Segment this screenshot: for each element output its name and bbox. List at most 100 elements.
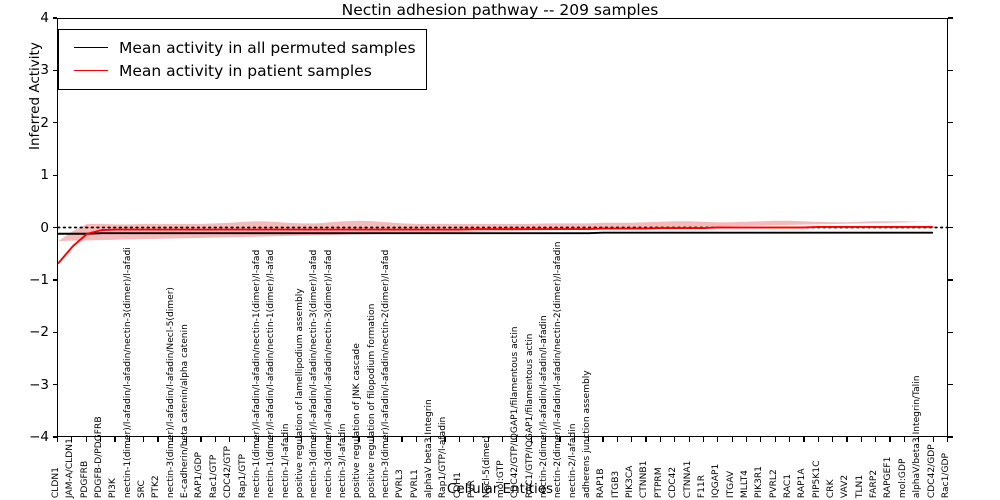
x-tick-mark <box>875 437 877 442</box>
y-tick-label: −2 <box>29 324 49 341</box>
x-tick-mark <box>300 437 303 442</box>
mean-line-patient <box>58 226 934 264</box>
x-tick-mark <box>616 437 618 442</box>
x-tick-label: nectin-1(dimer)/l-afadin/l-afadin/nectin… <box>266 249 277 498</box>
x-tick-mark <box>918 437 920 442</box>
x-tick-mark <box>186 437 188 442</box>
y-tick-mark <box>52 174 57 176</box>
chart-title: Nectin adhesion pathway -- 209 samples <box>341 1 659 19</box>
x-tick-mark <box>214 437 216 442</box>
x-tick-mark <box>659 437 661 442</box>
x-tick-label: nectin-3(dimer)/l-afadin/l-afadin/Necl-5… <box>165 286 176 498</box>
x-tick-mark <box>731 437 733 442</box>
x-tick-mark <box>128 437 130 442</box>
mean-line-permuted <box>58 231 934 235</box>
x-tick-mark <box>530 437 532 442</box>
x-tick-label: adherens junction assembly <box>581 370 592 498</box>
x-tick-label: nectin-3(dimer)/l-afadin/l-afadin/nectin… <box>323 249 334 498</box>
y-tick-label: −1 <box>29 271 49 288</box>
x-tick-mark <box>702 437 705 442</box>
x-tick-mark <box>832 437 834 442</box>
x-tick-mark <box>71 437 73 442</box>
x-tick-mark <box>358 437 360 442</box>
x-tick-mark <box>932 437 934 442</box>
x-tick-mark <box>444 437 446 442</box>
y-tick-mark-right <box>948 174 953 176</box>
x-tick-label: alphaV/beta3 Integrin/Talin <box>912 375 923 498</box>
x-tick-mark <box>817 437 819 442</box>
y-tick-label: −4 <box>29 429 49 445</box>
x-tick-mark <box>946 437 949 442</box>
x-tick-mark <box>243 437 245 442</box>
x-tick-mark <box>171 437 173 442</box>
x-tick-label: nectin-1(dimer)/l-afadin/l-afadin/nectin… <box>251 249 262 498</box>
y-tick-label: 2 <box>40 114 49 131</box>
chart-svg <box>58 220 947 264</box>
y-tick-label: 4 <box>40 10 49 26</box>
confidence-band-patient <box>58 220 933 242</box>
y-tick-mark <box>52 279 57 281</box>
y-tick-mark <box>52 226 57 229</box>
x-tick-mark <box>774 437 776 442</box>
x-tick-mark <box>688 437 690 442</box>
x-tick-mark <box>315 437 317 442</box>
y-tick-label: 0 <box>40 219 49 236</box>
x-tick-mark <box>760 437 762 442</box>
x-tick-mark <box>602 437 604 442</box>
x-tick-mark <box>329 437 331 442</box>
x-tick-mark <box>157 437 159 442</box>
x-tick-mark <box>99 437 102 442</box>
x-tick-mark <box>674 437 676 442</box>
y-tick-mark-right <box>948 436 953 438</box>
x-tick-mark <box>415 437 417 442</box>
x-tick-mark <box>114 437 116 442</box>
x-tick-mark <box>56 437 59 442</box>
x-tick-mark <box>143 437 145 442</box>
x-tick-mark <box>401 437 403 442</box>
x-tick-mark <box>430 437 432 442</box>
x-tick-label: nectin-3(dimer)/l-afadin/l-afadin/nectin… <box>380 249 391 498</box>
legend-swatch-permuted <box>74 47 108 48</box>
x-tick-mark <box>387 437 389 442</box>
y-tick-mark-right <box>948 226 953 229</box>
legend-label-permuted: Mean activity in all permuted samples <box>119 38 416 57</box>
y-tick-label: 1 <box>40 167 49 184</box>
y-tick-label: −3 <box>29 376 49 393</box>
x-tick-label: nectin-2(dimer)/l-afadin/l-afadin/nectin… <box>553 241 564 498</box>
x-tick-mark <box>717 437 719 442</box>
y-tick-mark-right <box>948 69 953 72</box>
x-tick-mark <box>501 437 504 442</box>
y-tick-mark <box>52 17 57 19</box>
y-tick-label: 3 <box>40 62 49 79</box>
x-tick-mark <box>458 437 461 442</box>
legend-entry-patient: Mean activity in patient samples <box>68 59 416 82</box>
x-tick-mark <box>372 437 374 442</box>
x-tick-label: RAC1/GTP/IQGAP1/filamentous actin <box>524 333 535 498</box>
x-tick-label: positive regulation of filopodium format… <box>366 303 377 498</box>
y-tick-mark-right <box>948 279 953 281</box>
x-tick-label: positive regulation of lamellipodium ass… <box>294 288 305 498</box>
x-tick-mark <box>85 437 87 442</box>
x-tick-mark <box>803 437 805 442</box>
x-tick-mark <box>343 437 346 442</box>
y-tick-mark-right <box>948 384 953 386</box>
legend-swatch-patient <box>74 70 108 71</box>
x-tick-mark <box>559 437 561 442</box>
x-tick-mark <box>846 437 848 442</box>
chart-legend: Mean activity in all permuted samples Me… <box>58 29 427 90</box>
x-tick-mark <box>645 437 647 442</box>
y-tick-mark-right <box>948 122 953 124</box>
x-tick-mark <box>272 437 274 442</box>
x-tick-label: positive regulation of JNK cascade <box>352 343 363 498</box>
x-tick-mark <box>573 437 575 442</box>
x-tick-mark <box>200 437 202 442</box>
x-tick-mark <box>745 437 748 442</box>
x-tick-mark <box>516 437 518 442</box>
legend-label-patient: Mean activity in patient samples <box>119 61 372 80</box>
x-tick-mark <box>588 437 590 442</box>
y-tick-mark <box>52 331 57 333</box>
x-tick-mark <box>860 437 862 442</box>
x-tick-mark <box>487 437 489 442</box>
y-tick-mark-right <box>948 17 953 19</box>
